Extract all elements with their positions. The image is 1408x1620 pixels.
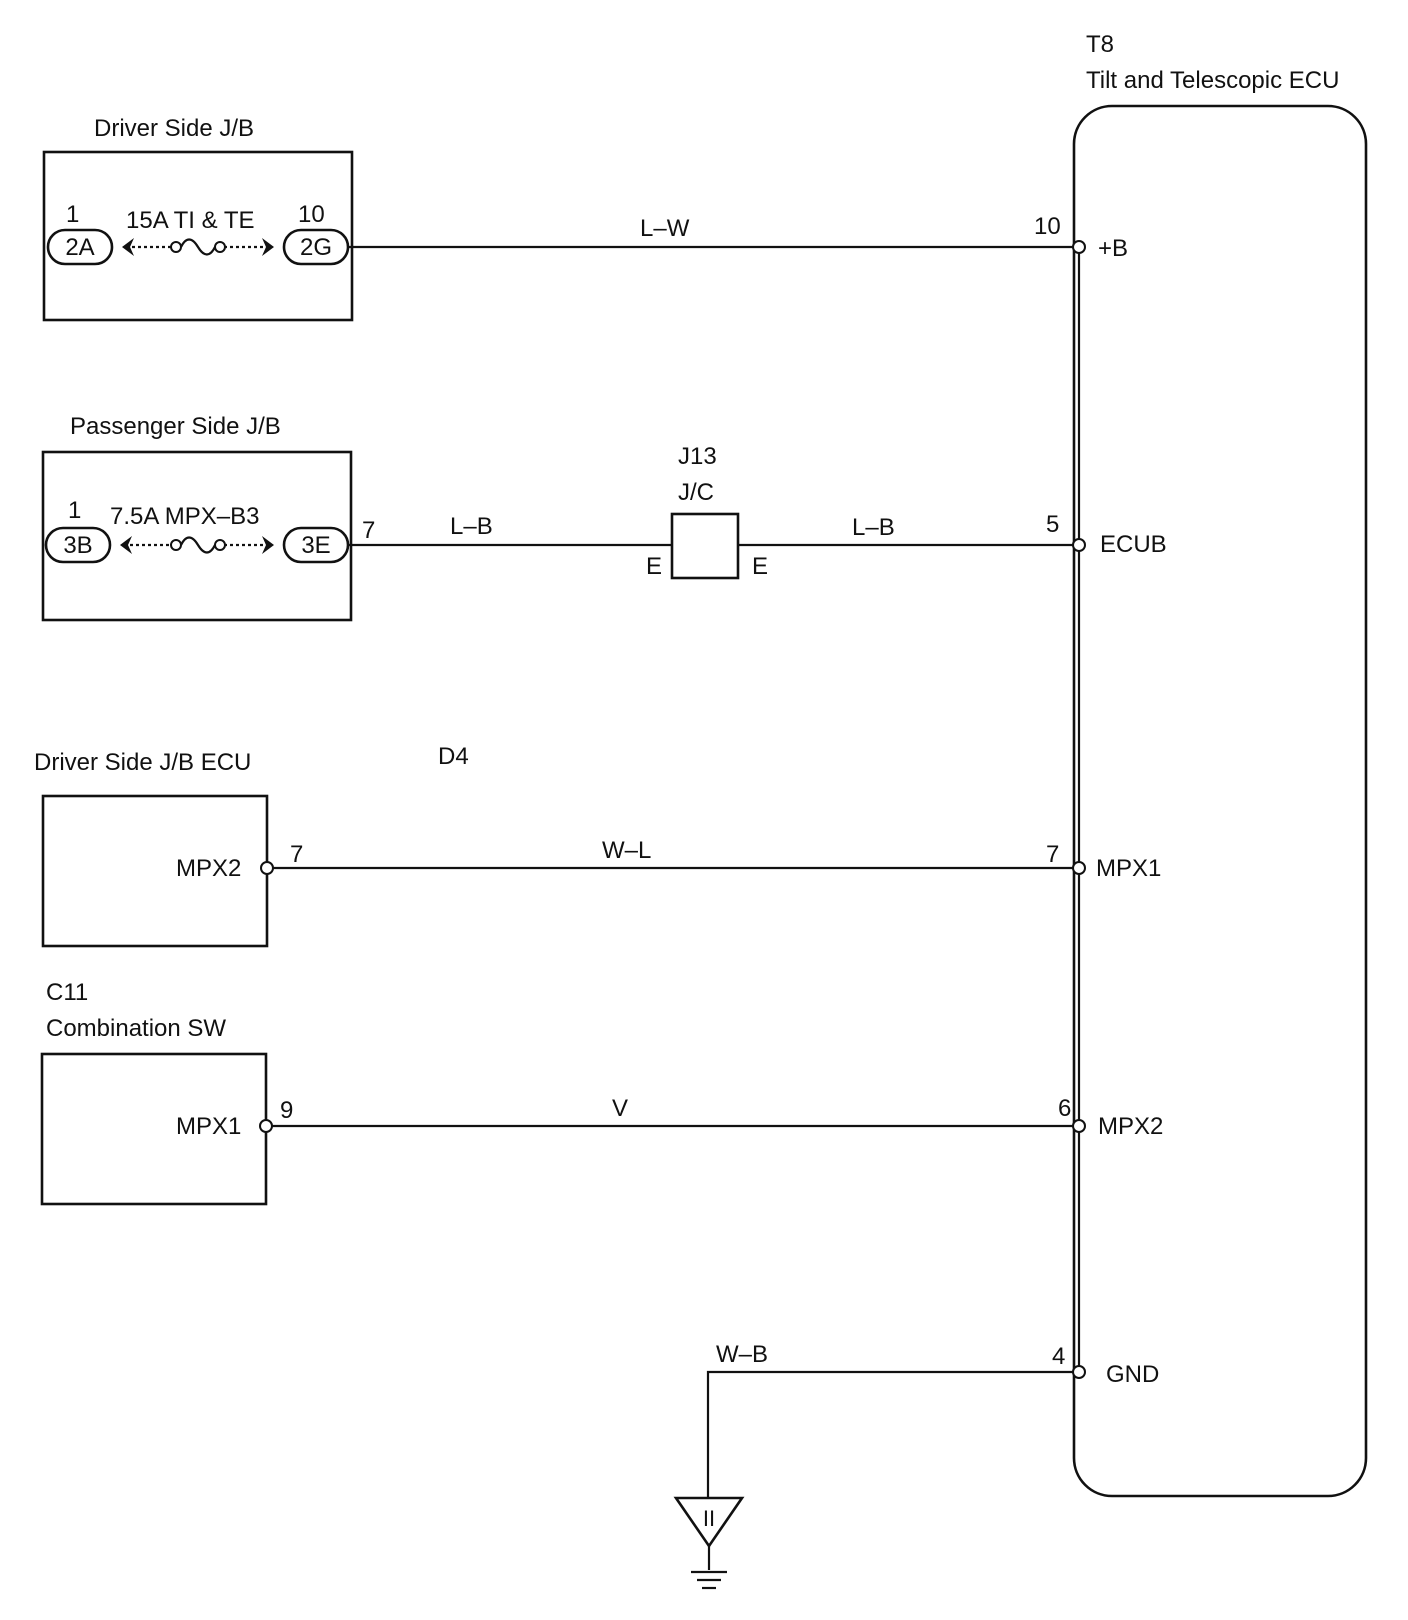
passenger-jb-left-chevron-icon <box>120 536 132 554</box>
passenger-jb-left-pin: 1 <box>68 497 81 524</box>
fuse-icon <box>180 238 216 256</box>
driver-jb-conn-2G-label: 2G <box>300 234 332 261</box>
passenger-jb-conn-3B-label: 3B <box>63 532 92 559</box>
ecu-box <box>1072 104 1368 1498</box>
fuse-icon <box>180 536 216 554</box>
wire-ecub-right-color: L–B <box>852 514 895 541</box>
combination-sw-title: Combination SW <box>46 1015 226 1042</box>
driver-jb-right-pin: 10 <box>298 201 325 228</box>
passenger-jb-title: Passenger Side J/B <box>70 413 281 440</box>
ecu-terminal-mpx2 <box>1072 1119 1086 1133</box>
wire-gnd-color: W–B <box>716 1341 768 1368</box>
ecu-name: Tilt and Telescopic ECU <box>1086 67 1339 94</box>
driver-jb-conn-2A-label: 2A <box>65 234 94 261</box>
ecu-pin-mpx2-label: MPX2 <box>1098 1113 1163 1140</box>
ecu-terminal-ecub <box>1072 538 1086 552</box>
ecu-pin-mpx1-label: MPX1 <box>1096 855 1161 882</box>
ecu-pin-4-num: 4 <box>1052 1343 1065 1370</box>
ground-point-triangle-icon <box>673 1496 745 1549</box>
driver-jb-ecu-title: Driver Side J/B ECU <box>34 749 251 776</box>
junction-right-pin: E <box>752 553 768 580</box>
junction-name: J/C <box>678 479 714 506</box>
junction-box <box>670 512 740 580</box>
driver-jb-ecu-pin-label: MPX2 <box>176 855 241 882</box>
passenger-jb-connector-3B <box>44 526 112 564</box>
wire-ecub-left-color: L–B <box>450 513 493 540</box>
passenger-jb-right-chevron-icon <box>262 536 274 554</box>
junction-left-pin: E <box>646 553 662 580</box>
ground-point-label: II <box>703 1506 715 1531</box>
ecu-terminal-gnd <box>1072 1365 1086 1379</box>
combination-sw-pin-num: 9 <box>280 1097 293 1124</box>
ecu-pin-10-num: 10 <box>1034 213 1061 240</box>
ecu-terminal-plus-b <box>1072 240 1086 254</box>
wire-plus-b-color: L–W <box>640 215 690 242</box>
ecu-pin-ecub-label: ECUB <box>1100 531 1167 558</box>
passenger-jb-box <box>41 450 353 622</box>
passenger-jb-conn-3E-label: 3E <box>301 532 330 559</box>
combination-sw-terminal <box>259 1119 273 1133</box>
driver-jb-box <box>42 150 354 322</box>
fuse-terminal-icon <box>214 241 226 253</box>
driver-jb-ecu-terminal <box>260 861 274 875</box>
combination-sw-pin-label: MPX1 <box>176 1113 241 1140</box>
passenger-jb-fuse-label: 7.5A MPX–B3 <box>110 503 259 530</box>
driver-jb-left-chevron-icon <box>122 238 134 256</box>
ecu-pin-6-num: 6 <box>1058 1095 1071 1122</box>
ecu-terminal-mpx1 <box>1072 861 1086 875</box>
combination-sw-code: C11 <box>46 979 88 1006</box>
ecu-pin-5-num: 5 <box>1046 511 1059 538</box>
driver-jb-connector-2A <box>46 228 114 266</box>
ecu-code: T8 <box>1086 31 1114 58</box>
junction-code: J13 <box>678 443 717 470</box>
wire-gnd <box>706 1370 1074 1498</box>
driver-jb-ecu-code: D4 <box>438 743 469 770</box>
ecu-pin-gnd-label: GND <box>1106 1361 1159 1388</box>
driver-jb-ecu-pin-num: 7 <box>290 841 303 868</box>
fuse-terminal-icon <box>214 539 226 551</box>
driver-jb-title: Driver Side J/B <box>94 115 254 142</box>
ecu-pin-plus-b-label: +B <box>1098 235 1128 262</box>
wire-mpx2-color: V <box>612 1095 628 1122</box>
fuse-terminal-icon <box>170 539 182 551</box>
wire-mpx1-color: W–L <box>602 837 651 864</box>
passenger-jb-out-pin: 7 <box>362 517 375 544</box>
driver-jb-left-pin: 1 <box>66 201 79 228</box>
driver-jb-right-chevron-icon <box>262 238 274 256</box>
ecu-pin-7-num: 7 <box>1046 841 1059 868</box>
driver-jb-fuse-label: 15A TI & TE <box>126 207 255 234</box>
fuse-terminal-icon <box>170 241 182 253</box>
